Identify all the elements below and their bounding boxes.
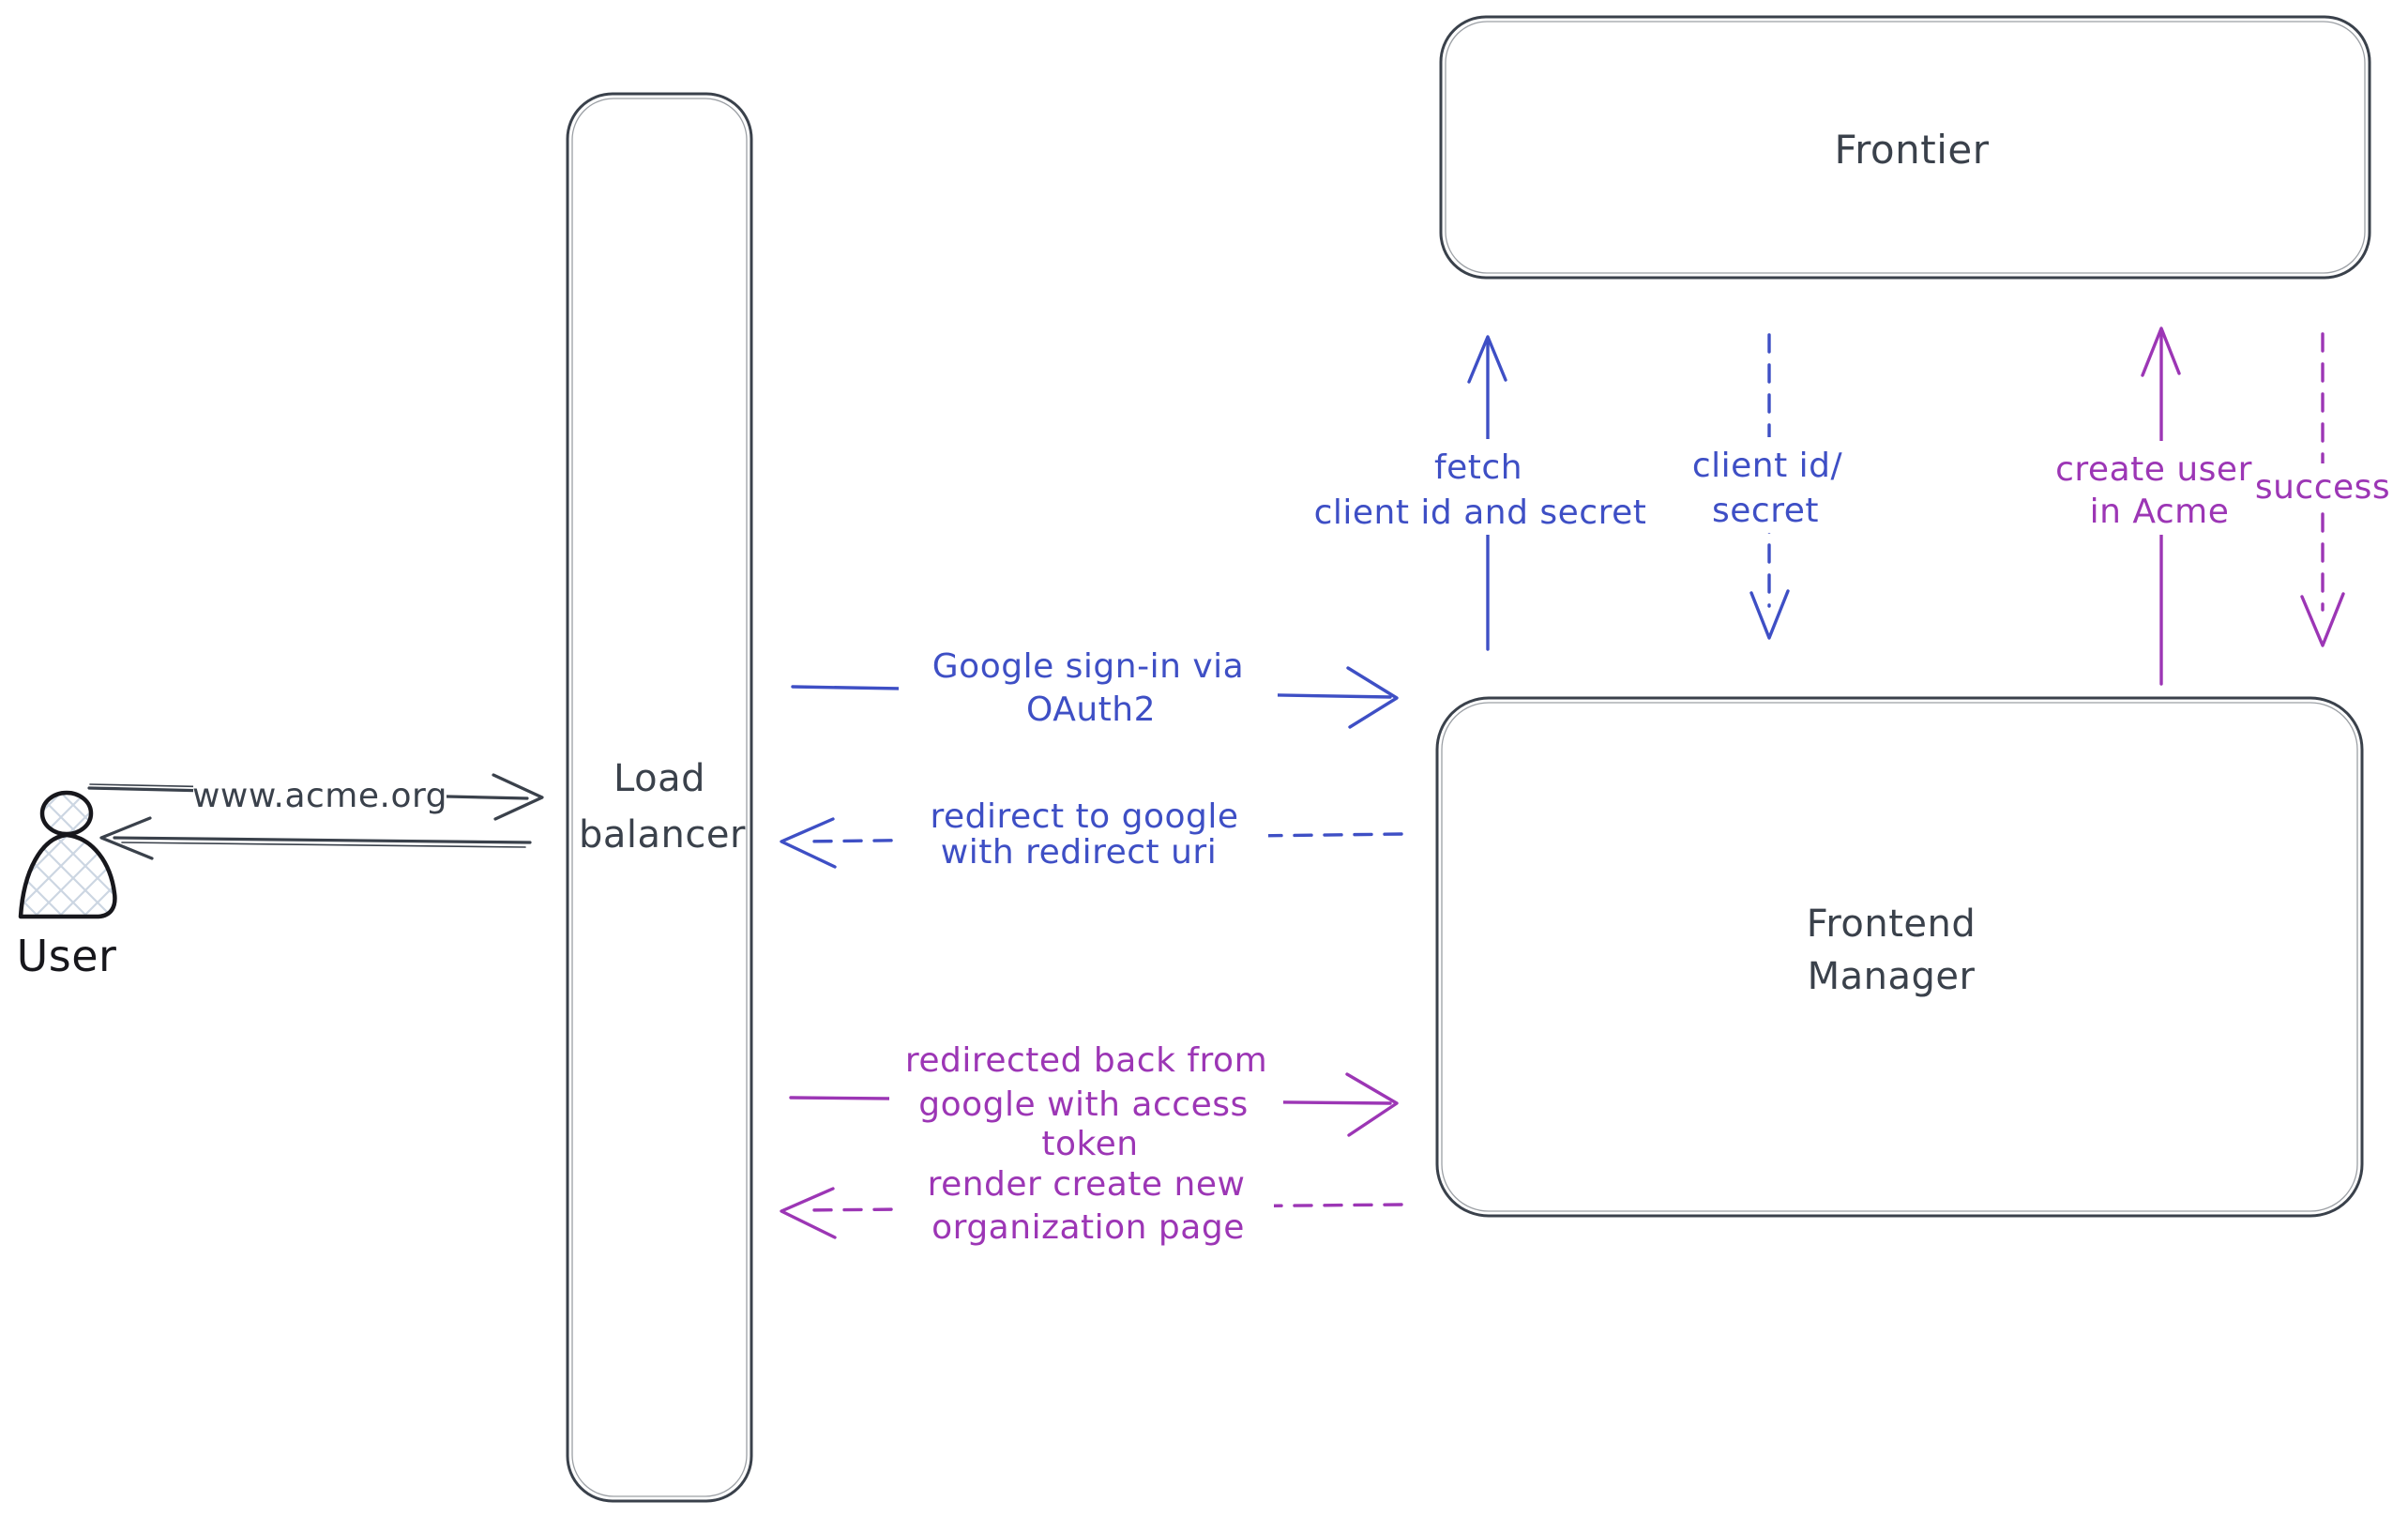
node-load-balancer-sketch [571,98,748,1497]
edge-fetch-label-line1: fetch [1434,448,1522,487]
edge-redirected-back-label-line2: google with access [918,1085,1248,1124]
edge-clientid-label-line2: secret [1712,492,1819,530]
edge-render-page-label-line1: render create new [928,1165,1246,1204]
node-frontier-sketch [1445,21,2366,274]
edge-fetch-arrowhead [1467,335,1507,384]
label-bg-clientid [1666,437,1865,533]
node-frontend-manager-sketch [1441,702,2358,1212]
label-bg-redirect [902,794,1268,874]
purple-labels: create user in Acme success redirected b… [905,450,2390,1247]
label-bg-fetch [1283,439,1673,535]
edge-render-page-label-line2: organization page [931,1208,1245,1247]
edge-response-line-sketch [121,842,526,848]
label-bg-redirected-back [889,1032,1283,1167]
edge-redirected-back-label-line3: token [1041,1125,1138,1163]
edge-create-user-label-line1: create user [2055,450,2252,489]
node-load-balancer-label-line2: balancer [579,813,746,857]
edge-clientid-label-line1: client id/ [1692,447,1843,485]
node-frontier-label: Frontier [1834,127,1989,173]
ink-labels: www.acme.org Load balancer Frontier Fron… [192,127,1989,998]
node-load-balancer-label-line1: Load [613,757,705,800]
blue-labels: Google sign-in via OAuth2 redirect to go… [930,447,1842,872]
label-bg-www [193,775,447,816]
edge-redirect-label-line1: redirect to google [930,797,1238,836]
user-head-shape [39,790,94,837]
edge-google-signin-label-line1: Google sign-in via [932,647,1244,686]
edge-fetch-label-line2: client id and secret [1314,493,1647,532]
node-frontend-manager [1435,696,2364,1218]
edge-success-arrowhead [2300,592,2345,647]
label-bg-render-page [899,1161,1274,1251]
edge-clientid-arrowhead [1749,589,1790,640]
node-load-balancer [566,92,753,1503]
edge-www-arrowhead [492,773,544,821]
node-boxes [566,15,2371,1503]
edge-create-user-label-line2: in Acme [2090,493,2230,531]
label-bg-google-signin [899,642,1278,734]
node-frontier [1439,15,2371,280]
label-bg-success [2244,463,2401,508]
edge-label-backgrounds [193,437,2401,1251]
edge-success-label: success [2255,468,2390,507]
actor-user-label: User [17,931,117,981]
edge-google-signin-label-line2: OAuth2 [1026,690,1156,729]
label-bg-create-user [2037,441,2272,535]
edge-redirect-arrowhead [780,817,837,869]
edge-redirect-label-line2: with redirect uri [941,833,1217,872]
edge-response-arrowhead [99,816,154,860]
user-body-shape [18,832,117,919]
actor-user [18,790,117,919]
edge-render-page-arrowhead [780,1187,837,1239]
edge-create-user-arrowhead [2141,326,2181,377]
edge-redirected-back-arrowhead [1345,1072,1399,1137]
edge-www-label: www.acme.org [192,777,447,815]
node-frontend-manager-label-line1: Frontend [1807,903,1976,946]
node-frontend-manager-label-line2: Manager [1808,955,1976,998]
edge-redirected-back-label-line1: redirected back from [905,1041,1267,1080]
actor-label-group: User [17,931,117,981]
edge-google-signin-arrowhead [1346,666,1399,729]
edge-response-line [113,836,532,844]
